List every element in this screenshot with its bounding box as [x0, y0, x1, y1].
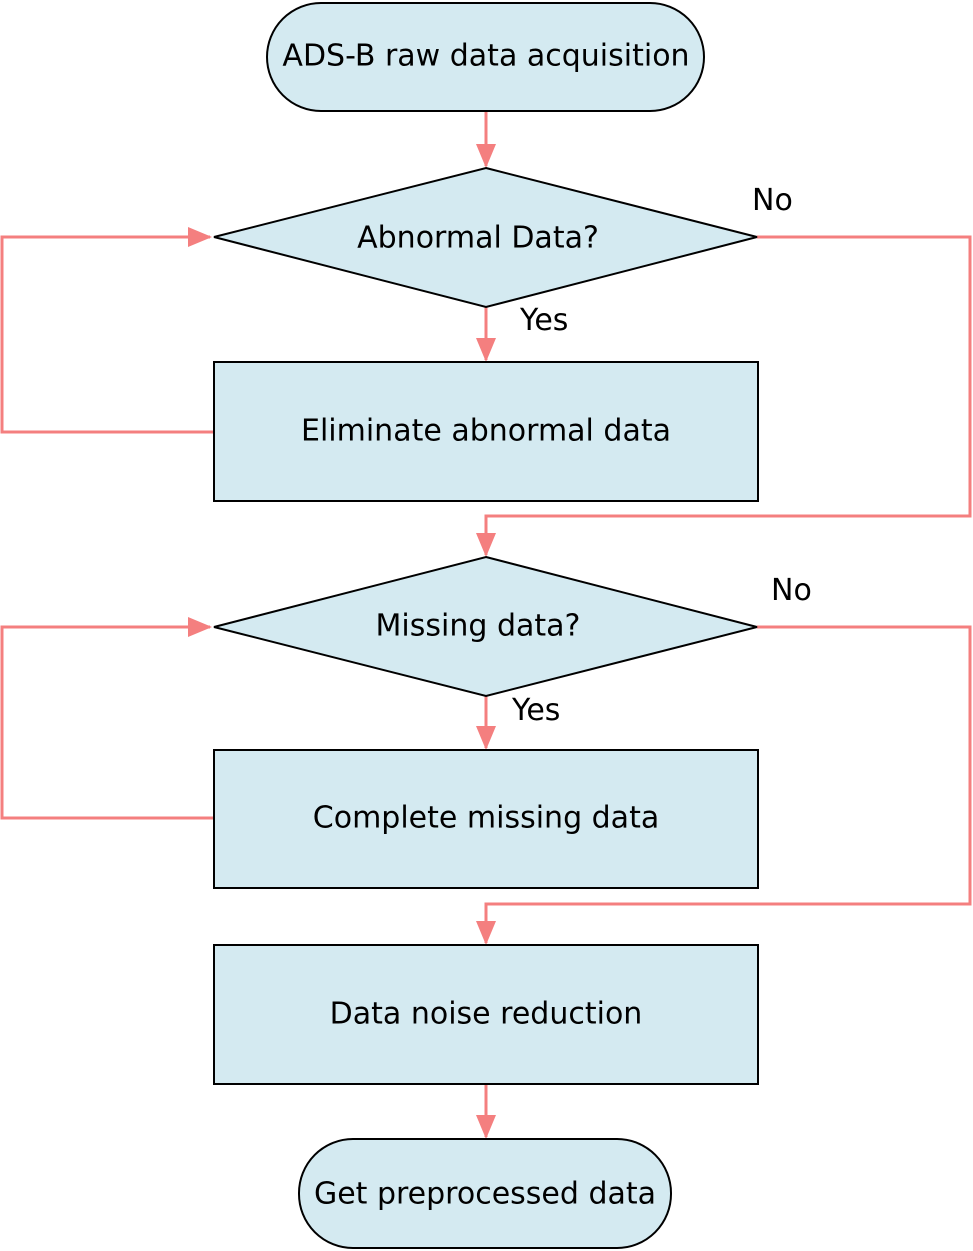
- abnormal-decision-node: Abnormal Data?: [213, 166, 758, 309]
- missing-decision-label: Missing data?: [376, 609, 581, 644]
- complete-process-node: Complete missing data: [213, 749, 759, 889]
- missing-no-label: No: [771, 573, 812, 608]
- connector-eliminate-loop-back: [0, 227, 214, 434]
- complete-process-label: Complete missing data: [313, 801, 659, 836]
- abnormal-yes-label: Yes: [519, 303, 568, 338]
- missing-decision-shape: [213, 555, 758, 698]
- start-terminator-shape: [266, 2, 705, 112]
- noise-process-label: Data noise reduction: [330, 997, 643, 1032]
- abnormal-decision-shape: [213, 166, 758, 309]
- start-node: ADS-B raw data acquisition: [266, 2, 705, 112]
- connectors: [0, 111, 972, 1139]
- connector-abnormal-no-to-missing: [476, 235, 972, 557]
- eliminate-process-shape: [213, 361, 759, 502]
- complete-process-shape: [213, 749, 759, 889]
- missing-yes-label: Yes: [511, 693, 560, 728]
- noise-process-node: Data noise reduction: [213, 944, 759, 1085]
- end-terminator-shape: [298, 1138, 672, 1249]
- eliminate-process-node: Eliminate abnormal data: [213, 361, 759, 502]
- connector-complete-loop-back: [0, 617, 214, 820]
- abnormal-decision-label: Abnormal Data?: [357, 221, 599, 256]
- connector-missing-no-to-noise: [476, 625, 972, 945]
- start-node-label: ADS-B raw data acquisition: [282, 39, 689, 74]
- end-node-label: Get preprocessed data: [314, 1177, 656, 1212]
- abnormal-no-label: No: [752, 183, 793, 218]
- missing-decision-node: Missing data?: [213, 555, 758, 698]
- eliminate-process-label: Eliminate abnormal data: [301, 414, 671, 449]
- end-node: Get preprocessed data: [298, 1138, 672, 1249]
- noise-process-shape: [213, 944, 759, 1085]
